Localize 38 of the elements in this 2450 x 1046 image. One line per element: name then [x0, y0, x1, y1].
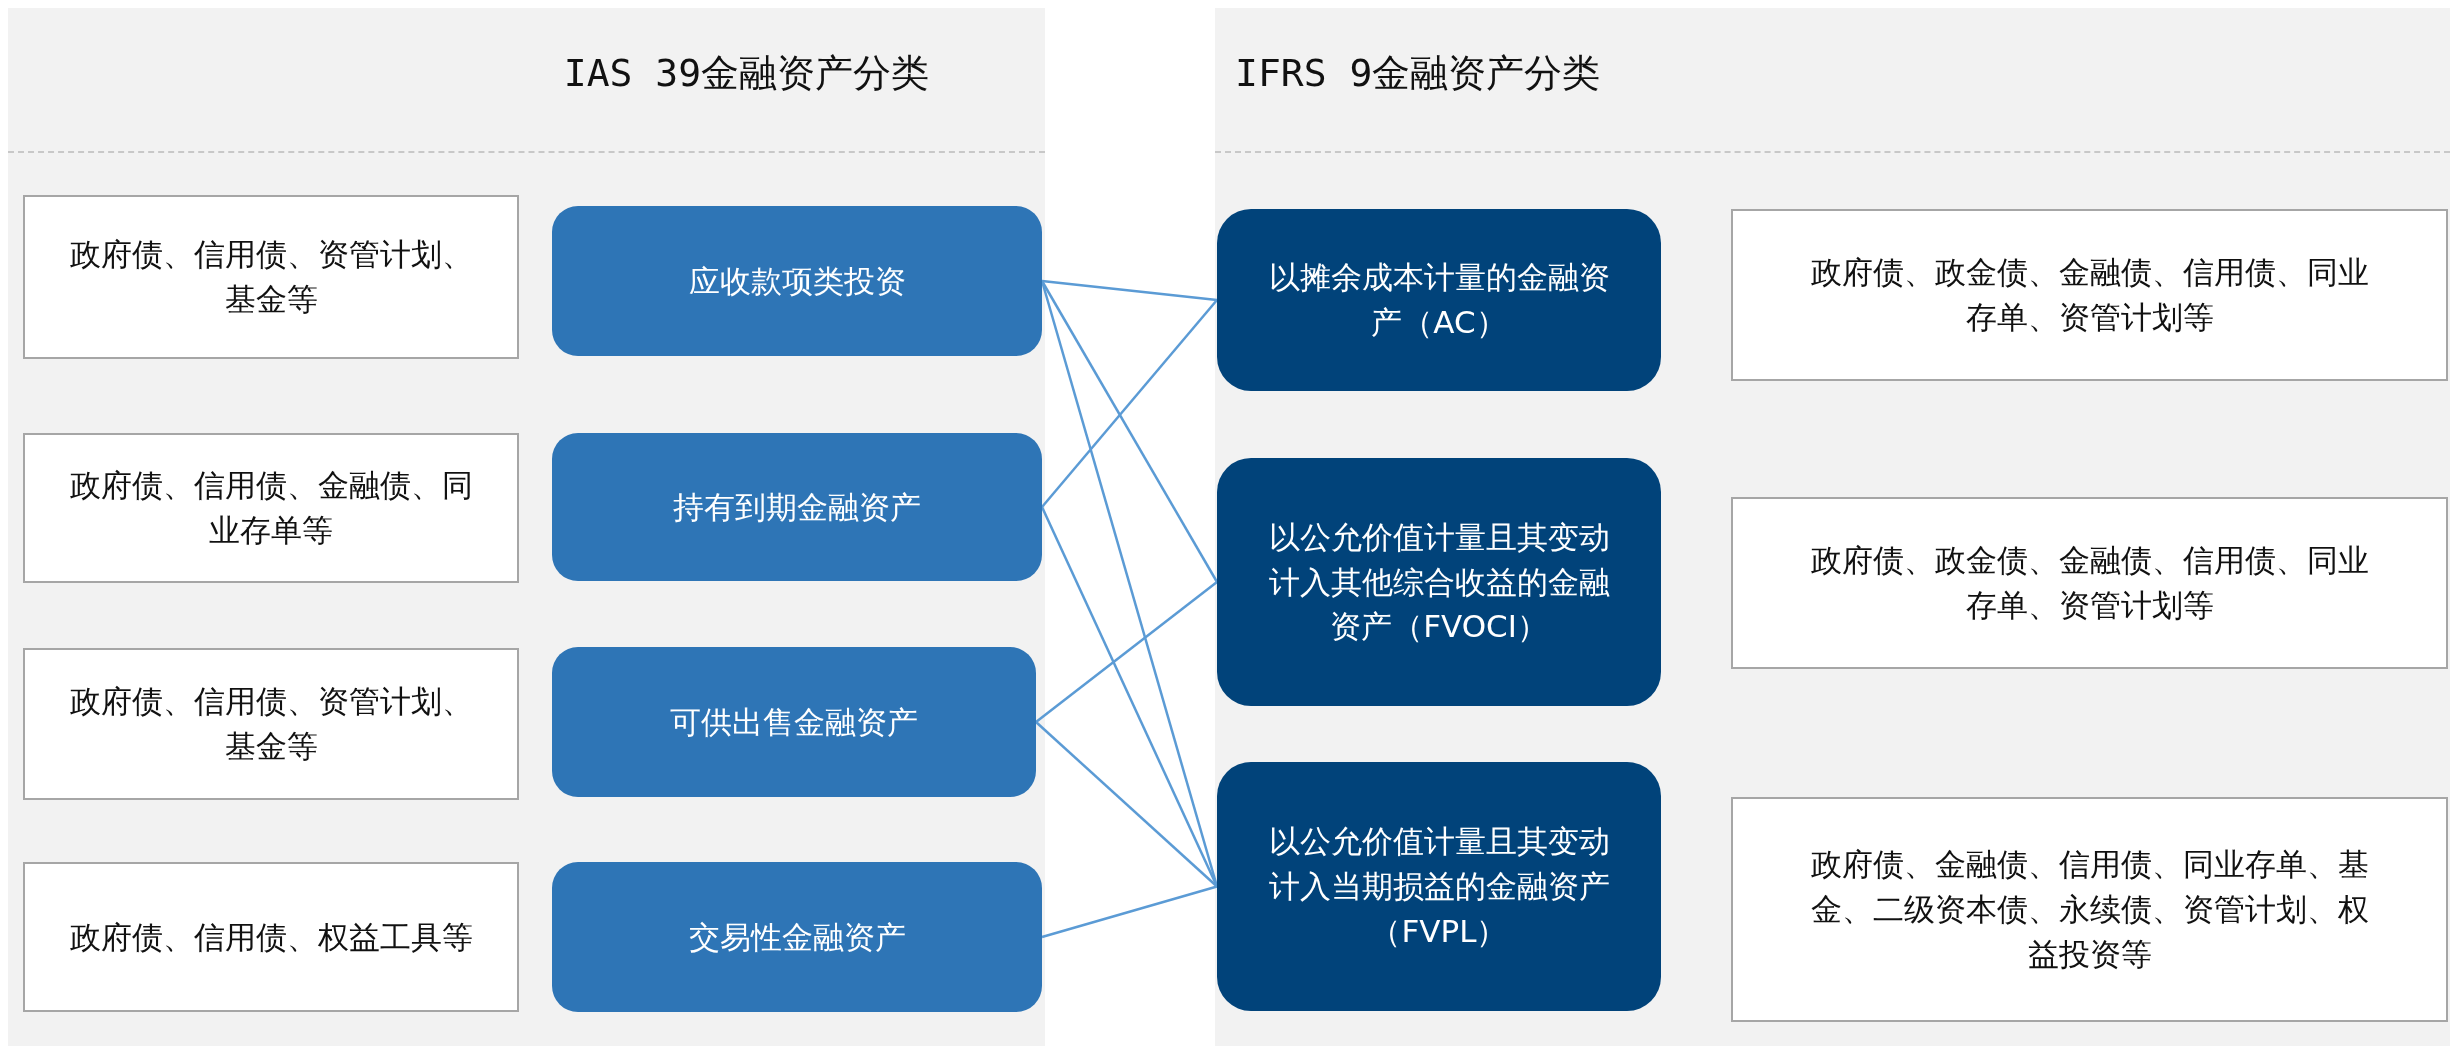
box-text: 政府债、信用债、资管计划、基金等 — [68, 682, 474, 766]
box-text: 可供出售金融资产 — [670, 702, 918, 742]
panel-heading: IFRS 9金融资产分类 — [1235, 51, 1601, 95]
category-box — [1217, 209, 1661, 391]
description-box — [1731, 797, 2448, 1022]
connector-line — [1041, 299, 1218, 508]
category-box — [552, 647, 1036, 797]
box-text: 政府债、信用债、权益工具等 — [69, 917, 473, 957]
description-box — [23, 433, 519, 583]
box-text: 政府债、政金债、金融债、信用债、同业存单、资管计划等 — [1809, 541, 2370, 625]
category-box — [552, 862, 1042, 1012]
panel-heading: IAS 39金融资产分类 — [563, 51, 930, 95]
description-box — [23, 648, 519, 800]
connector-line — [1041, 279, 1218, 302]
box-text: 应收款项类投资 — [688, 261, 906, 301]
box-text: 交易性金融资产 — [688, 917, 906, 957]
category-box — [1217, 762, 1661, 1011]
category-box — [552, 433, 1042, 581]
box-text: 政府债、信用债、资管计划、基金等 — [68, 235, 474, 319]
box-text: 政府债、政金债、金融债、信用债、同业存单、资管计划等 — [1809, 253, 2370, 337]
box-text: 以公允价值计量且其变动计入当期损益的金融资产（FVPL） — [1267, 822, 1611, 951]
description-box — [1731, 497, 2448, 669]
description-box — [1731, 209, 2448, 381]
connector-line — [1041, 885, 1218, 939]
category-box — [552, 206, 1042, 356]
description-box — [23, 195, 519, 359]
category-box — [1217, 458, 1661, 706]
box-text: 政府债、金融债、信用债、同业存单、基金、二级资本债、永续债、资管计划、权益投资等 — [1809, 845, 2370, 974]
connector-line — [1040, 280, 1219, 583]
box-text: 政府债、信用债、金融债、同业存单等 — [68, 466, 474, 550]
connector-line — [1035, 581, 1218, 723]
box-text: 以公允价值计量且其变动计入其他综合收益的金融资产（FVOCI） — [1267, 517, 1611, 647]
box-text: 以摊余成本计量的金融资产（AC） — [1267, 258, 1611, 342]
box-text: 持有到期金融资产 — [673, 487, 921, 527]
panel-background — [8, 8, 1045, 1046]
panel-background — [1215, 8, 2450, 1046]
description-box — [23, 862, 519, 1012]
connector-line — [1035, 721, 1218, 888]
